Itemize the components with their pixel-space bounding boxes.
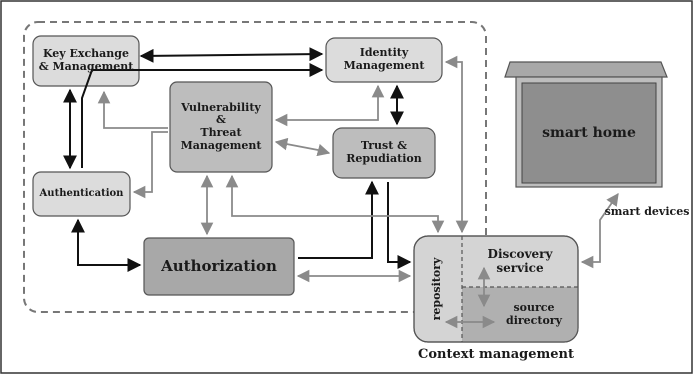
arrow-trust-context: [387, 182, 412, 269]
identity-box: [325, 37, 443, 83]
source-directory-region: [462, 287, 578, 342]
security-boundary: [23, 21, 487, 313]
smart-home-box: [521, 82, 657, 184]
house-roof: [504, 61, 668, 78]
arrow-vulnerability-identity: [274, 84, 385, 127]
arrow-authentication-authorization: [71, 218, 142, 272]
vulnerability-box: [169, 81, 273, 173]
trust-box: [332, 127, 436, 179]
arrow-vulnerability-trust: [274, 137, 331, 157]
arrow-authentication-vulnerability: [132, 131, 168, 199]
arrow-key-vulnerability: [97, 90, 168, 129]
arrow-auth-identity: [81, 63, 324, 168]
authorization-box: [143, 237, 295, 296]
authentication-box: [32, 171, 131, 217]
arrow-context-smarthome: [580, 192, 619, 269]
arrow-authorization-trust: [298, 180, 379, 259]
arrow-identity-context: [444, 55, 469, 234]
arrow-vulnerability-context: [225, 174, 445, 234]
key-exchange-box: [32, 35, 140, 87]
arrow-key-identity-top: [139, 47, 324, 63]
